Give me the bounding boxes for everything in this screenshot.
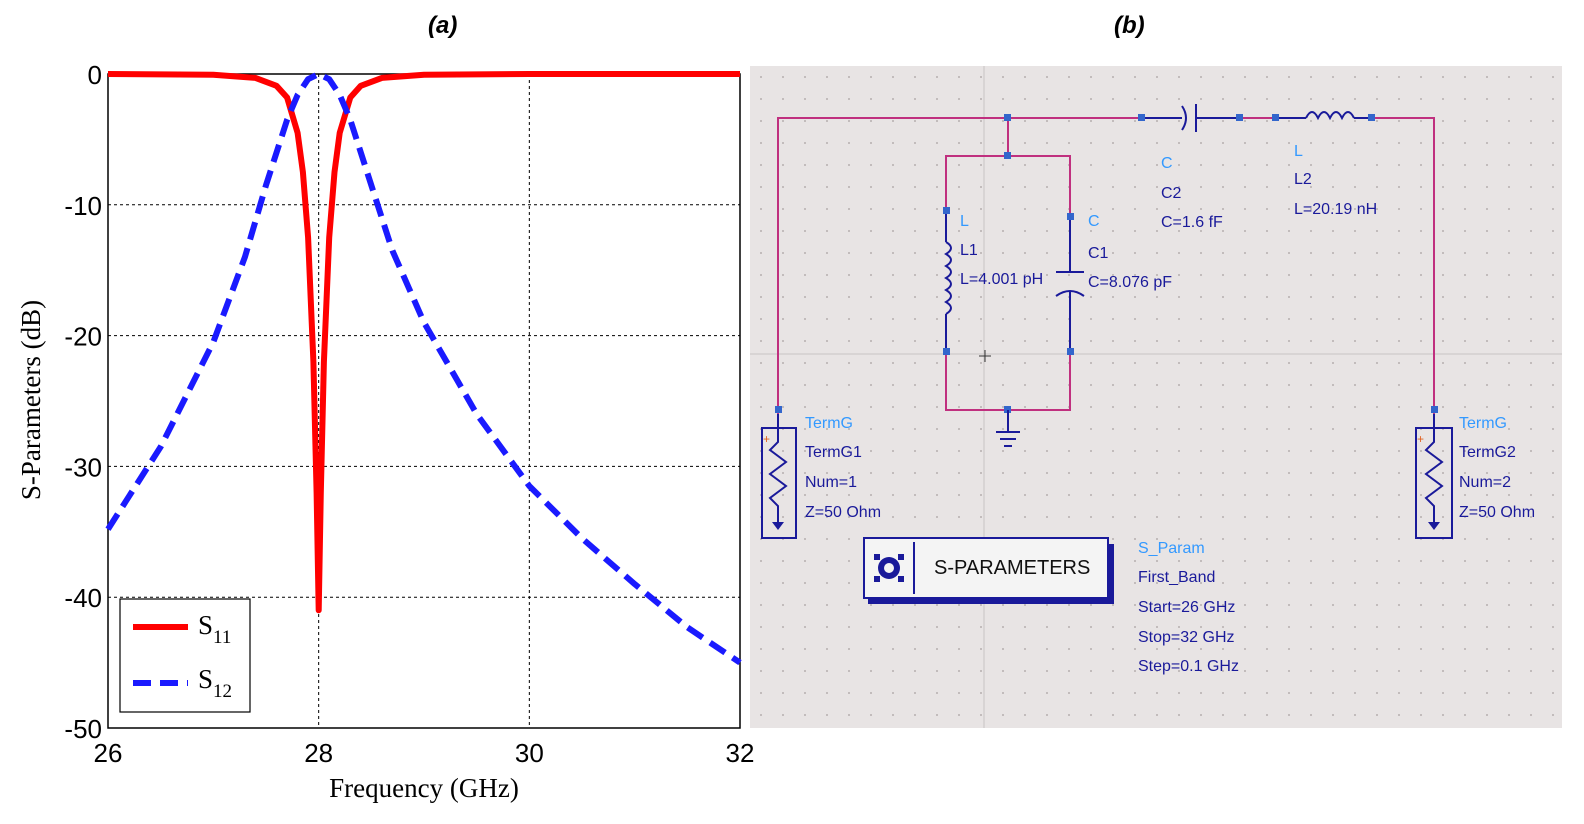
schematic-grid-dots (750, 66, 1562, 728)
legend-label-s11-main: S (198, 610, 213, 640)
sparam-step-label: Step=0.1 GHz (1138, 658, 1239, 675)
origin-crosshair (979, 350, 991, 362)
sparam-stop-label: Stop=32 GHz (1138, 629, 1235, 646)
y-tick-label: -30 (64, 452, 102, 482)
sparameters-block-label: S-PARAMETERS (934, 557, 1090, 579)
pin-markers (775, 114, 1438, 413)
sparam-start-label: Start=26 GHz (1138, 599, 1235, 616)
y-tick-label: -50 (64, 714, 102, 744)
term1-type-label: TermG (805, 415, 853, 432)
l2-name-label: L2 (1294, 171, 1312, 188)
wire-tank-top (945, 118, 1009, 210)
c2-value-label: C=1.6 fF (1161, 214, 1223, 231)
legend-label-s12-sub: 12 (213, 681, 232, 702)
termg2-symbol[interactable]: + (1415, 414, 1453, 539)
grid-lines (108, 74, 740, 728)
l1-name-label: L1 (960, 242, 978, 259)
inductor-l1[interactable] (944, 210, 952, 352)
y-axis-label: S-Parameters (dB) (16, 300, 46, 500)
series-line-s12 (105, 71, 742, 666)
term2-num-label: Num=2 (1459, 474, 1511, 491)
legend-box (119, 598, 251, 713)
panel-b-label: (b) (1114, 12, 1145, 39)
termg1-symbol[interactable]: + (761, 414, 797, 539)
term2-type-label: TermG (1459, 415, 1507, 432)
term1-name-label: TermG1 (805, 444, 862, 461)
svg-text:+: + (1417, 432, 1424, 446)
c1-name-label: C1 (1088, 245, 1109, 262)
y-tick-label: -10 (64, 191, 102, 221)
sparameters-block[interactable]: S-PARAMETERS (863, 537, 1114, 604)
term2-name-label: TermG2 (1459, 444, 1516, 461)
term1-num-label: Num=1 (805, 474, 857, 491)
l2-type-label: L (1294, 143, 1303, 160)
c1-type-label: C (1088, 213, 1100, 230)
svg-text:+: + (763, 432, 770, 446)
x-axis-label: Frequency (GHz) (329, 773, 519, 803)
sparam-name-label: First_Band (1138, 569, 1215, 586)
c1-value-label: C=8.076 pF (1088, 274, 1172, 291)
sparam-type-label: S_Param (1138, 540, 1205, 557)
y-tick-label: -20 (64, 322, 102, 352)
l2-value-label: L=20.19 nH (1294, 201, 1377, 218)
wire-left (777, 117, 1142, 414)
capacitor-c2[interactable] (1142, 104, 1238, 132)
legend-label-s12: S12 (198, 664, 232, 702)
term2-z-label: Z=50 Ohm (1459, 504, 1535, 521)
series-line-s11 (107, 71, 740, 614)
x-tick-label: 30 (515, 738, 544, 768)
circuit-schematic: + + S-PARAMETERS L L1 L=4.001 pH C C1 C=… (750, 66, 1562, 728)
c2-name-label: C2 (1161, 185, 1182, 202)
l1-value-label: L=4.001 pH (960, 271, 1043, 288)
legend-label-s12-main: S (198, 664, 213, 694)
s-parameter-chart: 26 28 30 32 0 -10 -20 -30 -40 -50 Frequency (GHz)… (16, 60, 754, 803)
wire-right (1372, 117, 1435, 414)
legend: S11 S12 (119, 598, 251, 713)
term1-z-label: Z=50 Ohm (805, 504, 881, 521)
legend-label-s11-sub: 11 (213, 627, 231, 648)
x-tick-label: 26 (94, 738, 123, 768)
wire-tank-top-right (1008, 155, 1071, 216)
x-tick-label: 28 (304, 738, 333, 768)
sparameter-controller-icon (874, 554, 904, 582)
y-tick-label: 0 (88, 60, 102, 90)
c2-type-label: C (1161, 155, 1173, 172)
tick-labels: 26 28 30 32 0 -10 -20 -30 -40 -50 (64, 60, 754, 768)
ground-icon (996, 410, 1020, 447)
legend-label-s11: S11 (198, 610, 231, 648)
l1-type-label: L (960, 213, 969, 230)
series-layer (105, 71, 742, 666)
x-tick-label: 32 (726, 738, 755, 768)
panel-a-label: (a) (428, 12, 458, 39)
capacitor-c1[interactable] (1055, 216, 1085, 352)
y-tick-label: -40 (64, 583, 102, 613)
